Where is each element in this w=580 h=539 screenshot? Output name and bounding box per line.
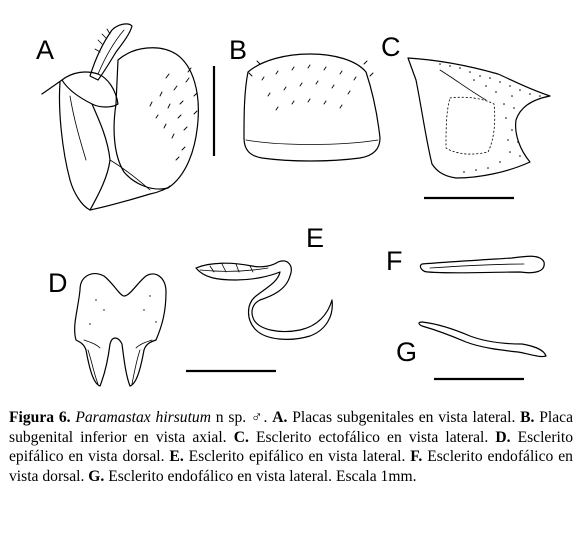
panel-label-f: F (386, 246, 403, 276)
upper-plate (61, 71, 119, 108)
panel-e: E (195, 223, 333, 340)
panel-label-g: G (396, 337, 417, 367)
caption-text-c: Esclerito ectofálico en vista lateral. (248, 428, 496, 446)
caption-key-a: A. (272, 409, 288, 426)
epiphallic-sclerite-lateral (195, 260, 333, 340)
ectophallic-sclerite (407, 57, 551, 179)
panel-label-a: A (36, 35, 54, 65)
caption-key-b: B. (520, 409, 535, 426)
figure-caption: Figura 6. Paramastax hirsutum n sp. ♂. A… (9, 408, 573, 486)
caption-key-g: G. (88, 467, 105, 485)
species-name: Paramastax hirsutum (75, 409, 211, 426)
panel-g: G (396, 321, 547, 367)
panel-b: B (229, 35, 381, 162)
subgenital-spine (89, 23, 133, 81)
caption-text-b: Placa subgenital inferior en vista axial… (9, 409, 574, 446)
endophallic-sclerite-dorsal (419, 255, 545, 274)
epiphallic-sclerite (74, 273, 167, 387)
species-suffix: n sp. ♂. (210, 409, 273, 426)
panel-d: D (48, 268, 167, 387)
panel-label-c: C (381, 32, 401, 62)
inferior-plate-hairs (248, 60, 374, 111)
caption-key-f: F. (410, 448, 423, 465)
caption-key-d: D. (495, 428, 511, 446)
lower-plate (113, 47, 199, 190)
panel-c: C (381, 32, 551, 179)
figure-plate: A B C (36, 23, 551, 387)
sclerite-stipple (439, 63, 541, 173)
panel-a: A (36, 23, 199, 211)
panel-f: F (386, 246, 545, 276)
epiphallic-stipple (89, 295, 157, 325)
panel-label-d: D (48, 268, 68, 298)
endophallic-sclerite-lateral (418, 321, 547, 358)
caption-text-d: Esclerito epifálico en vista dorsal. (9, 428, 574, 466)
figure-label: Figura 6. (9, 409, 71, 426)
caption-text-a: Placas subgenitales en vista lateral. (287, 409, 521, 426)
panel-label-e: E (306, 223, 324, 253)
caption-key-c: C. (233, 428, 249, 446)
caption-text-e: Esclerito epifálico en vista lateral. (183, 448, 411, 465)
caption-key-e: E. (169, 448, 184, 465)
caption-text-f: Esclerito endofálico en vista dorsal. (9, 448, 573, 485)
panel-label-b: B (229, 35, 247, 65)
caption-text-g: Esclerito endofálico en vista lateral. E… (104, 467, 417, 485)
plate-hairs (149, 67, 198, 161)
inferior-plate (243, 53, 381, 162)
